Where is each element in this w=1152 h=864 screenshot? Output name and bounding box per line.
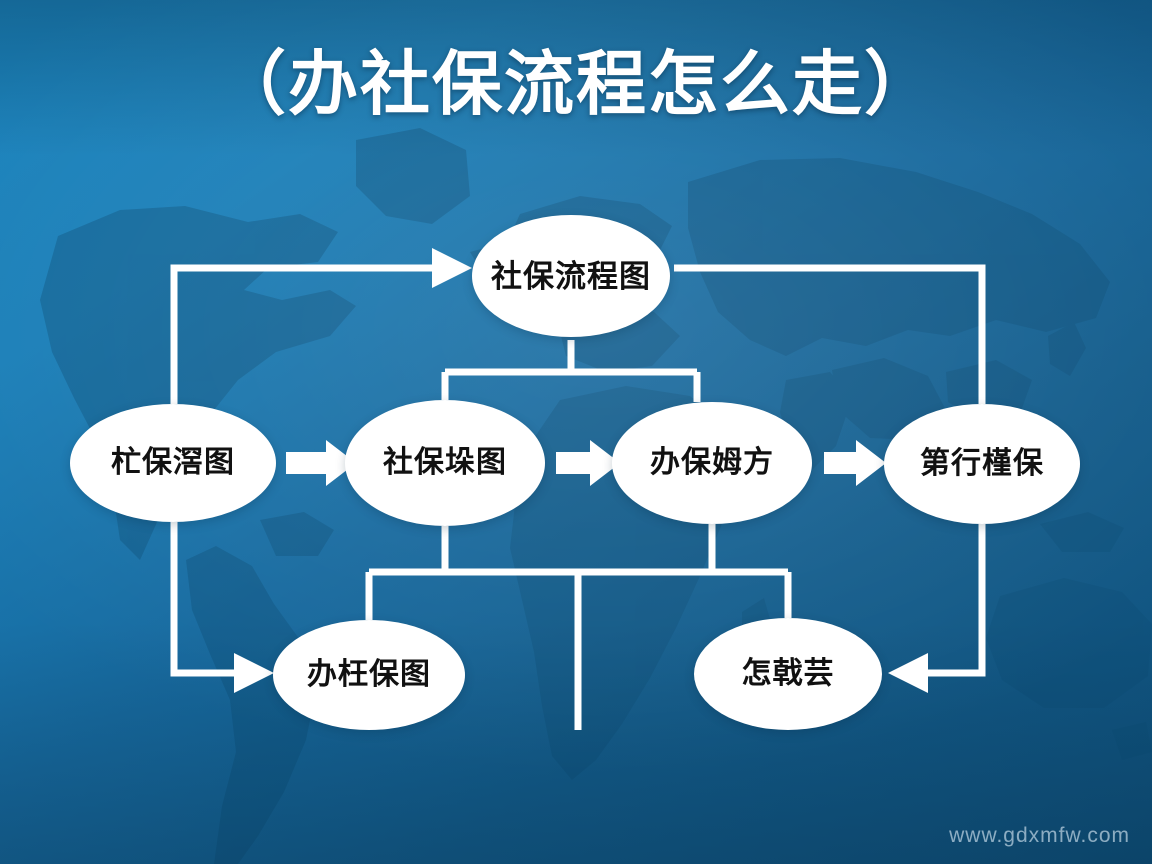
page-title: （办社保流程怎么走） <box>216 45 936 123</box>
node-label: 杧保滘图 <box>111 446 235 479</box>
node-label: 社保垛图 <box>383 446 507 479</box>
block-arrow-b-to-c <box>556 440 620 486</box>
connector-right-to-bottomright <box>888 524 986 693</box>
node-social-security-flowchart[interactable]: 社保流程图 <box>472 215 670 337</box>
block-arrow-c-to-d <box>824 440 886 486</box>
node-label: 办保姆方 <box>650 446 774 479</box>
node-row2-d[interactable]: 第行槿保 <box>884 404 1080 524</box>
node-bottom-right[interactable]: 怎戟芸 <box>694 618 882 730</box>
node-label: 社保流程图 <box>491 258 651 294</box>
node-row2-b[interactable]: 社保垛图 <box>345 400 545 526</box>
node-label: 怎戟芸 <box>741 657 835 690</box>
node-label: 第行槿保 <box>920 447 1044 480</box>
connector-left-to-top <box>170 248 472 404</box>
node-label: 办枉保图 <box>307 658 431 691</box>
node-row2-a[interactable]: 杧保滘图 <box>70 404 276 522</box>
node-bottom-left[interactable]: 办枉保图 <box>273 620 465 730</box>
connector-left-to-bottomleft <box>170 522 274 693</box>
watermark: www.gdxmfw.com <box>949 824 1130 847</box>
connector-top-fork <box>441 340 701 402</box>
connector-top-to-right <box>674 264 986 404</box>
node-row2-c[interactable]: 办保姆方 <box>612 402 812 524</box>
